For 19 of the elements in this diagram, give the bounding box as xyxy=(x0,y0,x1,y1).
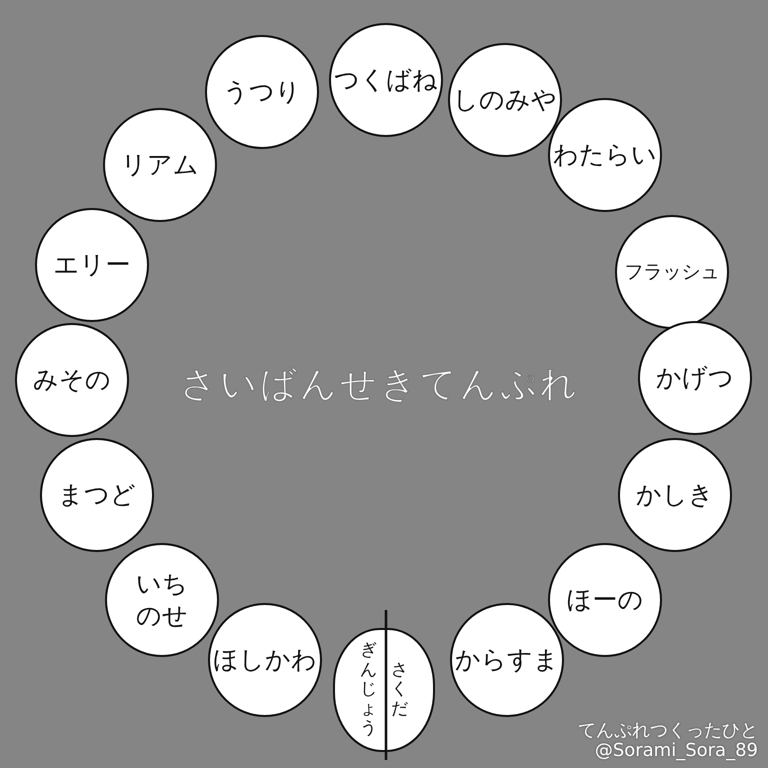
credit-text: @Sorami_Sora_89 xyxy=(594,740,758,761)
name-text: ほーの xyxy=(566,584,644,616)
name-text: かげつ xyxy=(656,362,734,394)
name-text: さくだ xyxy=(390,660,409,720)
name-text: フラッシュ xyxy=(624,260,720,284)
credit-text: てんぷれつくったひと xyxy=(578,719,758,742)
name-text: からすま xyxy=(455,644,559,676)
name-text: いちのせ xyxy=(136,568,188,632)
name-text: ぎんじょう xyxy=(359,641,378,739)
name-text: しのみや xyxy=(453,84,557,116)
name-text: エリー xyxy=(54,248,130,281)
name-text: うつり xyxy=(223,76,301,108)
name-text: わたらい xyxy=(553,138,657,171)
name-text: かしき xyxy=(636,478,714,511)
name-text: つくばね xyxy=(334,64,438,96)
name-text: みその xyxy=(33,364,111,396)
name-text: ほしかわ xyxy=(213,644,317,676)
name-text: まつど xyxy=(58,478,136,511)
name-text: リアム xyxy=(121,148,199,181)
